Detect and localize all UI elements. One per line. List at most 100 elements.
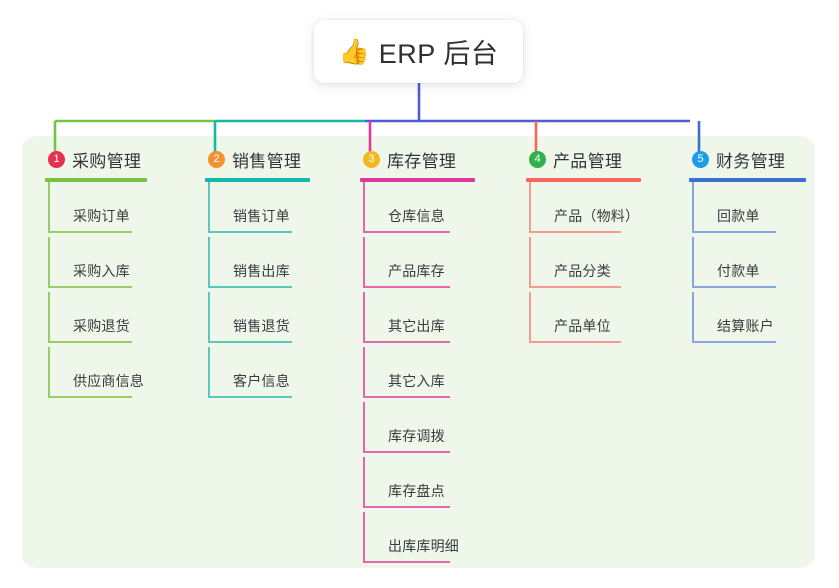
branch-item-label: 供应商信息 [73, 373, 144, 389]
branch-item-underline [363, 286, 450, 288]
branch-column-5: 5 财务管理回款单付款单结算账户 [689, 146, 806, 347]
branch-number-badge: 1 [48, 150, 65, 168]
branch-item-stem [529, 292, 531, 343]
branch-item-label: 库存调拨 [388, 428, 445, 444]
branch-item-label: 其它入库 [388, 373, 445, 389]
branch-item-stem [48, 347, 50, 398]
branch-items: 仓库信息产品库存其它出库其它入库库存调拨库存盘点出库库明细 [360, 182, 475, 567]
branch-item-underline [48, 231, 132, 233]
branch-number-badge: 5 [692, 150, 709, 168]
branch-item-underline [208, 286, 292, 288]
branch-title: 财务管理 [716, 151, 786, 171]
branch-item-label: 客户信息 [233, 373, 290, 389]
branch-item-stem [48, 292, 50, 343]
branch-item-stem [208, 347, 210, 398]
branch-item[interactable]: 结算账户 [689, 292, 806, 347]
branch-items: 采购订单采购入库采购退货供应商信息 [45, 182, 147, 402]
branch-title: 销售管理 [232, 151, 302, 171]
branch-item-underline [529, 286, 621, 288]
branch-item[interactable]: 库存调拨 [360, 402, 475, 457]
branch-item[interactable]: 其它出库 [360, 292, 475, 347]
branch-item-underline [529, 231, 621, 233]
branch-item-stem [529, 182, 531, 233]
branch-item[interactable]: 产品（物料） [526, 182, 641, 237]
branch-underline [689, 178, 806, 182]
branch-item-underline [48, 341, 132, 343]
root-title: ERP 后台 [378, 39, 499, 69]
branch-item-underline [208, 231, 292, 233]
branch-item-stem [48, 237, 50, 288]
branch-item[interactable]: 销售出库 [205, 237, 310, 292]
branch-item-underline [363, 561, 450, 563]
branch-item-label: 产品库存 [388, 263, 445, 279]
branch-item[interactable]: 产品库存 [360, 237, 475, 292]
branch-item[interactable]: 采购退货 [45, 292, 147, 347]
branch-item-label: 采购入库 [73, 263, 130, 279]
branch-item-underline [208, 396, 292, 398]
branch-item-label: 产品单位 [554, 318, 611, 334]
branch-item-label: 结算账户 [717, 318, 774, 334]
branch-item-stem [208, 182, 210, 233]
branch-item[interactable]: 产品单位 [526, 292, 641, 347]
branch-item[interactable]: 产品分类 [526, 237, 641, 292]
branch-item-underline [363, 451, 450, 453]
branch-item-stem [363, 402, 365, 453]
branch-item[interactable]: 回款单 [689, 182, 806, 237]
branch-item[interactable]: 客户信息 [205, 347, 310, 402]
branch-underline [205, 178, 310, 182]
branch-items: 回款单付款单结算账户 [689, 182, 806, 347]
branch-item-stem [363, 512, 365, 563]
branch-item-label: 仓库信息 [388, 208, 445, 224]
root-node-content: 👍 ERP 后台 [339, 32, 499, 71]
branch-item-stem [692, 237, 694, 288]
branch-item[interactable]: 付款单 [689, 237, 806, 292]
branch-item-label: 库存盘点 [388, 483, 445, 499]
branch-item-stem [208, 237, 210, 288]
branches-panel [22, 136, 815, 568]
branch-item[interactable]: 采购订单 [45, 182, 147, 237]
branch-item-label: 销售订单 [233, 208, 290, 224]
branch-underline [45, 178, 147, 182]
branch-item-underline [363, 506, 450, 508]
branch-title: 采购管理 [72, 151, 142, 171]
branch-item[interactable]: 库存盘点 [360, 457, 475, 512]
branch-item-stem [692, 292, 694, 343]
branch-item-label: 其它出库 [388, 318, 445, 334]
branch-item-stem [529, 237, 531, 288]
branch-item-stem [363, 457, 365, 508]
thumbs-up-icon: 👍 [338, 37, 370, 66]
root-node[interactable]: 👍 ERP 后台 [314, 20, 523, 83]
branch-item[interactable]: 采购入库 [45, 237, 147, 292]
branch-items: 销售订单销售出库销售退货客户信息 [205, 182, 310, 402]
branch-item-underline [48, 396, 132, 398]
branch-item[interactable]: 出库库明细 [360, 512, 475, 567]
branch-item-underline [363, 231, 450, 233]
branch-item-label: 采购订单 [73, 208, 130, 224]
branch-header-5[interactable]: 5 财务管理 [689, 146, 806, 172]
branch-item[interactable]: 供应商信息 [45, 347, 147, 402]
branch-item-stem [363, 292, 365, 343]
branch-item-underline [208, 341, 292, 343]
branch-item-label: 产品分类 [554, 263, 611, 279]
branch-item-label: 销售出库 [233, 263, 290, 279]
branch-item[interactable]: 其它入库 [360, 347, 475, 402]
branch-item[interactable]: 销售订单 [205, 182, 310, 237]
branch-item[interactable]: 仓库信息 [360, 182, 475, 237]
branch-underline [360, 178, 475, 182]
branch-item-label: 付款单 [717, 263, 760, 279]
branch-item[interactable]: 销售退货 [205, 292, 310, 347]
branch-item-underline [363, 341, 450, 343]
branch-item-label: 采购退货 [73, 318, 130, 334]
branch-title: 产品管理 [553, 151, 623, 171]
branch-header-1[interactable]: 1 采购管理 [45, 146, 147, 172]
branch-number-badge: 3 [363, 150, 380, 168]
branch-item-stem [692, 182, 694, 233]
branch-underline [526, 178, 641, 182]
